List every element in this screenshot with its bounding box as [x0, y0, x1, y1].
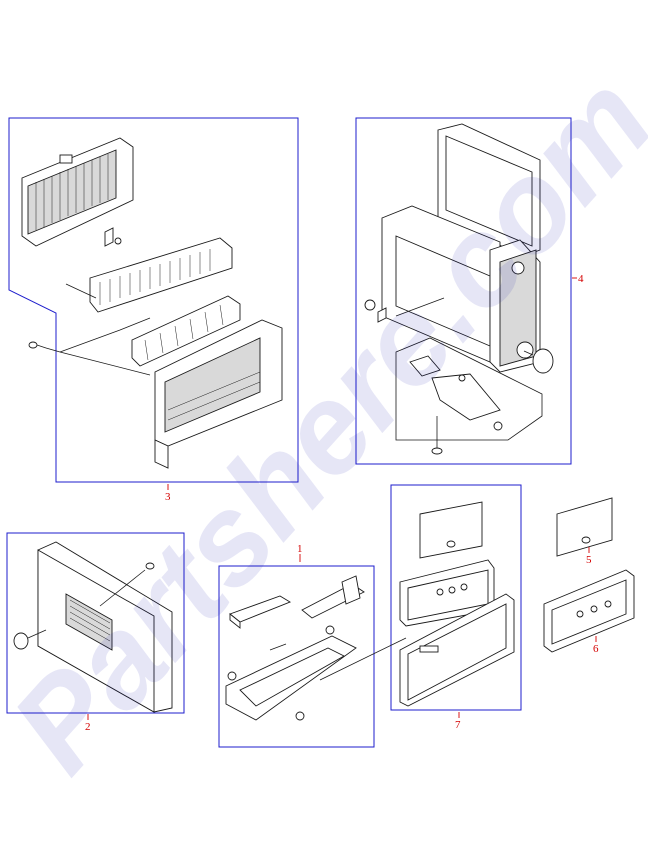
group-1-frame	[218, 565, 375, 748]
group-4-housing-assembly	[355, 117, 572, 465]
inset-detail	[395, 337, 543, 441]
tray-flap	[419, 501, 483, 559]
group-1-tray-mechanism	[218, 565, 375, 748]
door-pin	[99, 562, 155, 607]
top-cover	[437, 123, 541, 257]
round-cap	[523, 348, 554, 374]
tray-extension	[399, 559, 495, 627]
slider-left	[229, 595, 292, 629]
callout-7: 7	[455, 719, 461, 731]
part-5-flap	[556, 497, 613, 557]
tray-base	[225, 625, 357, 721]
rear-cover-panel	[21, 137, 134, 247]
hinge-bracket	[104, 227, 122, 247]
door-panel	[37, 541, 173, 713]
callout-4: 4	[578, 273, 584, 285]
knob	[13, 629, 47, 650]
group-3-frame	[8, 117, 299, 483]
chassis	[381, 205, 541, 373]
washer	[431, 447, 443, 455]
callout-6: 6	[593, 643, 599, 655]
group-4-frame	[355, 117, 572, 465]
group-3-leader-lines	[45, 283, 151, 376]
rear-door-frame	[154, 319, 283, 469]
group-3-rear-door-assembly	[8, 117, 299, 483]
callout-2: 2	[85, 721, 91, 733]
group-7-paper-tray	[319, 484, 522, 711]
callout-3: 3	[165, 491, 171, 503]
group-7-frame	[390, 484, 522, 711]
group-2-frame	[6, 532, 185, 714]
group-2-front-door	[6, 532, 185, 714]
callout-1: 1	[297, 543, 303, 555]
tray-body	[399, 593, 515, 707]
paper-guide-lower	[131, 295, 241, 367]
callouts: 3 4 1 2 7 5 6	[85, 273, 599, 733]
paper-guide-upper	[89, 237, 233, 313]
slider-right	[301, 575, 365, 619]
gear-small	[364, 299, 387, 323]
screw	[28, 341, 47, 349]
callout-5: 5	[586, 554, 592, 566]
part-6-tray-extension	[543, 569, 635, 653]
